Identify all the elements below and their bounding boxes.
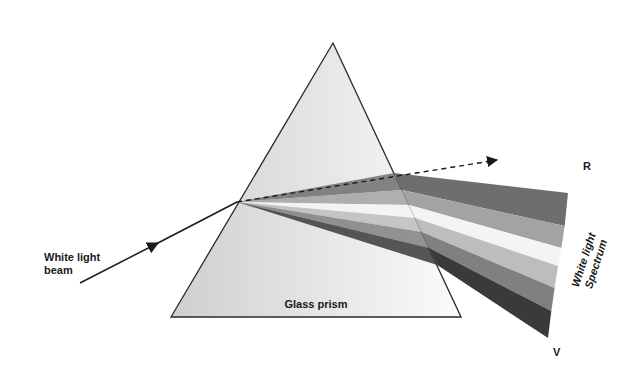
dispersed-band-inside <box>237 202 437 265</box>
beam-label: White light beam <box>44 251 126 277</box>
prism-label: Glass prism <box>170 298 462 311</box>
spectrum-label: White light Spectrum <box>565 218 616 306</box>
spectrum-band <box>429 248 551 338</box>
undeviated-path <box>237 160 497 202</box>
incident-beam <box>156 202 237 244</box>
violet-end-label: V <box>553 346 567 359</box>
spectrum-band <box>422 232 555 311</box>
red-end-label: R <box>583 160 597 173</box>
